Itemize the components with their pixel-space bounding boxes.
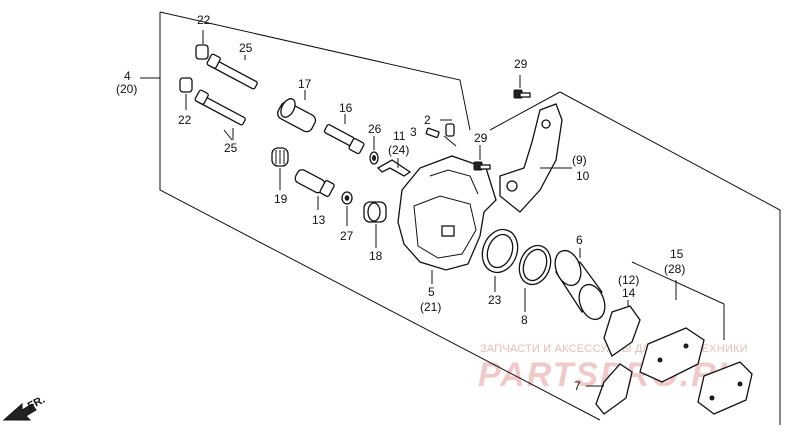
boot-cap-lower <box>179 77 193 93</box>
label-19: 19 <box>274 192 288 206</box>
label-13: 13 <box>312 213 326 227</box>
pad-retainer-7 <box>595 363 633 415</box>
label-9: (9) <box>572 153 587 167</box>
bolt-29-lower <box>473 161 491 171</box>
label-5: 5 <box>428 285 435 299</box>
label-25a: 25 <box>239 41 253 55</box>
brake-pad-outer <box>697 361 753 415</box>
front-direction-arrow: FR. <box>2 394 47 421</box>
shim-14 <box>603 305 641 357</box>
label-6: 6 <box>576 233 583 247</box>
label-12: (12) <box>618 273 639 287</box>
boot-19 <box>271 147 289 167</box>
bushing-18 <box>363 201 387 223</box>
label-10: 10 <box>576 169 590 183</box>
piston-6 <box>554 249 606 321</box>
label-21: (21) <box>420 300 441 314</box>
label-7: 7 <box>574 379 581 393</box>
label-28: (28) <box>664 262 685 276</box>
dust-seal-23 <box>481 228 519 274</box>
label-17: 17 <box>298 77 312 91</box>
label-2: 2 <box>424 113 431 127</box>
label-3: 3 <box>410 125 417 139</box>
label-26: 26 <box>368 122 382 136</box>
caliper-body <box>397 155 497 271</box>
label-16: 16 <box>339 101 353 115</box>
pin-13 <box>294 169 335 198</box>
caliper-bracket <box>499 103 563 213</box>
label-15: 15 <box>670 247 684 261</box>
label-27: 27 <box>340 229 354 243</box>
label-23: 23 <box>488 293 502 307</box>
label-14: 14 <box>622 286 636 300</box>
pad-spring-11 <box>376 159 412 177</box>
label-22b: 22 <box>178 113 192 127</box>
bolt-29-upper <box>513 89 531 99</box>
assembly-frame <box>140 11 781 425</box>
label-18: 18 <box>369 249 383 263</box>
label-20: (20) <box>116 82 137 96</box>
washer-26 <box>369 151 379 165</box>
label-22a: 22 <box>197 13 211 27</box>
sleeve-17 <box>277 98 317 133</box>
label-29a: 29 <box>514 57 528 71</box>
slide-pin-upper <box>206 53 258 90</box>
piston-seal-8 <box>518 244 552 286</box>
label-29b: 29 <box>474 131 488 145</box>
label-24: (24) <box>388 143 409 157</box>
front-label: FR. <box>26 394 47 413</box>
label-11: 11 <box>393 129 406 143</box>
washer-27 <box>341 191 353 205</box>
pin-bolt-16 <box>323 124 365 155</box>
label-4: 4 <box>124 69 131 83</box>
part-labels: 22 25 4 (20) 22 25 17 16 26 11 (24) 2 3 … <box>116 13 685 393</box>
label-25b: 25 <box>224 141 238 155</box>
bleeder-valve <box>425 123 457 147</box>
slide-pin-lower <box>194 89 246 126</box>
brake-pad-inner <box>639 327 705 383</box>
label-8: 8 <box>521 313 528 327</box>
boot-cap-upper <box>195 44 209 60</box>
